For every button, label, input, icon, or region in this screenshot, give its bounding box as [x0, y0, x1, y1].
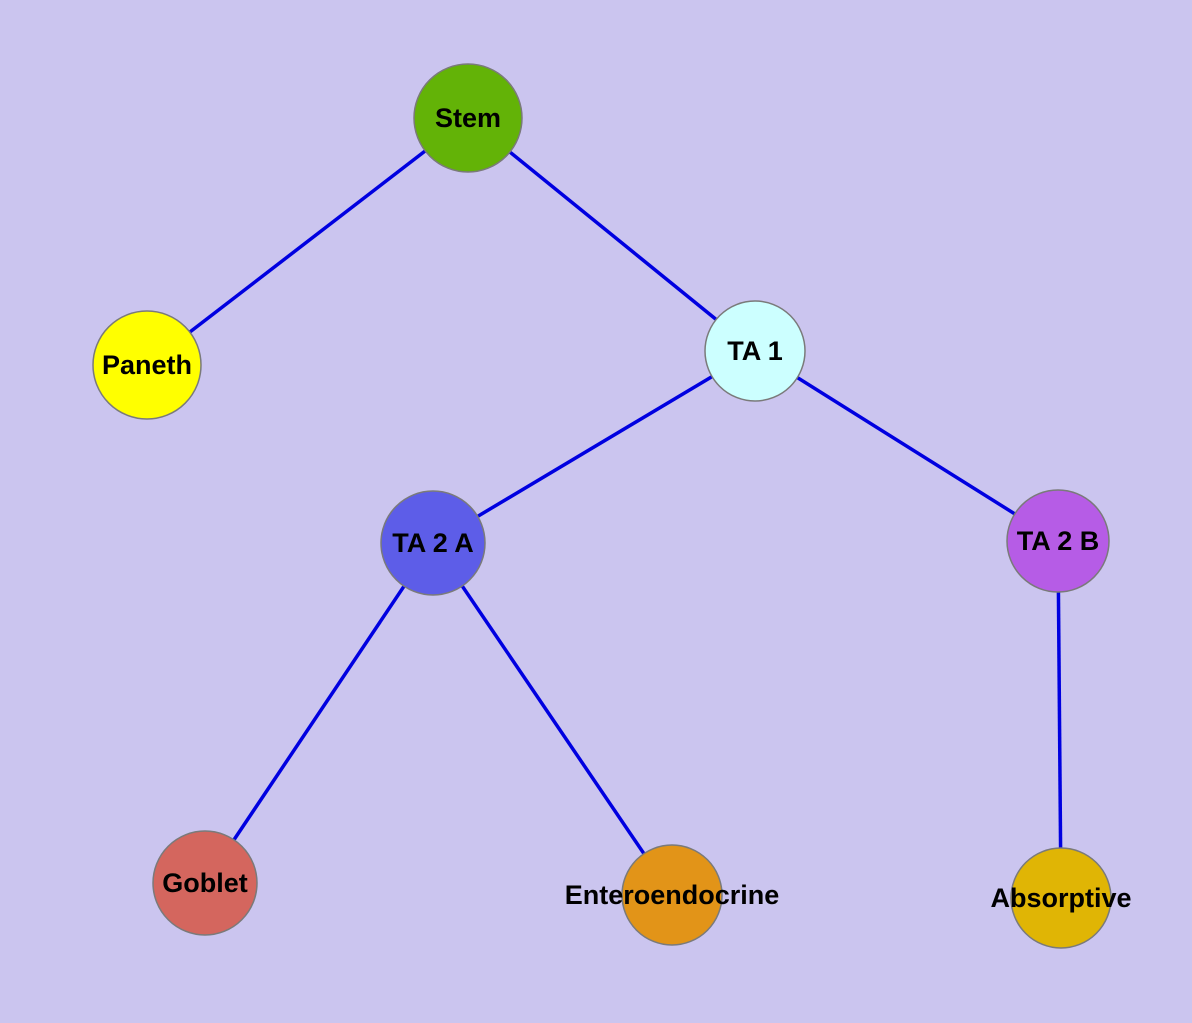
edge-ta1-ta2a: [432, 349, 756, 545]
edge-stem-ta1: [466, 116, 757, 353]
edge-ta1-ta2b: [754, 349, 1059, 543]
node-ta1[interactable]: [704, 300, 806, 402]
edge-stem-paneth: [145, 116, 470, 367]
edge-ta2b-absorptive: [1056, 540, 1063, 899]
node-paneth[interactable]: [92, 310, 202, 420]
node-absorptive[interactable]: [1010, 847, 1112, 949]
nodes-layer: [92, 63, 1112, 949]
node-ta2a[interactable]: [380, 490, 486, 596]
node-stem[interactable]: [413, 63, 523, 173]
edge-ta2a-enteroendocrine: [431, 542, 674, 896]
edges-layer: [145, 116, 1063, 899]
edge-ta2a-goblet: [203, 542, 435, 884]
node-ta2b[interactable]: [1006, 489, 1110, 593]
node-enteroendocrine[interactable]: [621, 844, 723, 946]
node-goblet[interactable]: [152, 830, 258, 936]
